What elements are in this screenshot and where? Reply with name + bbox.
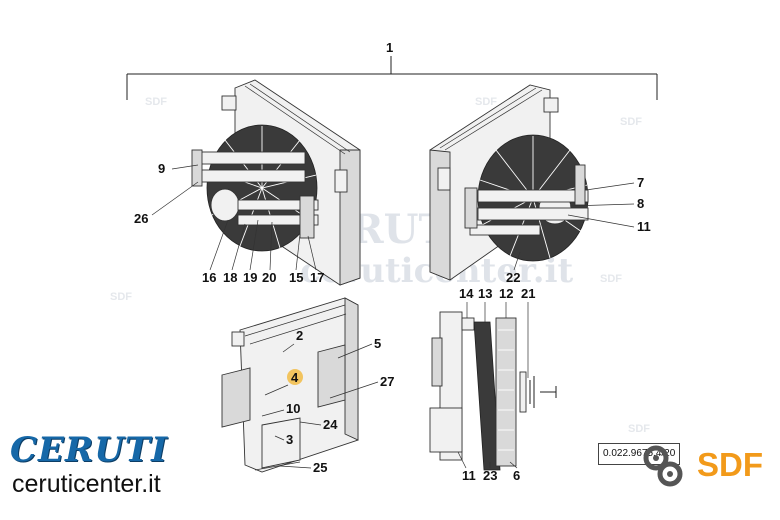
callout-12: 12 <box>499 286 513 301</box>
callout-6: 6 <box>513 468 520 483</box>
right-radiator-assembly <box>429 84 589 281</box>
callout-19: 19 <box>243 270 257 285</box>
callout-22: 22 <box>506 270 520 285</box>
watermark-logo-1: SDF <box>145 96 167 108</box>
callout-10: 10 <box>286 401 300 416</box>
callout-13: 13 <box>478 286 492 301</box>
callout-5: 5 <box>374 336 381 351</box>
callout-23: 23 <box>483 468 497 483</box>
callout-1: 1 <box>386 40 393 55</box>
callout-3: 3 <box>286 432 293 447</box>
watermark-logo-2: SDF <box>475 96 497 108</box>
callout-16: 16 <box>202 270 216 285</box>
exploded-fan-side-view <box>429 311 557 471</box>
callout-11-bottom: 11 <box>462 468 476 483</box>
fan-ring-hatching <box>498 329 514 451</box>
callout-26: 26 <box>134 211 148 226</box>
maker-brand-name: SDF <box>697 446 763 483</box>
watermark-logo-6: SDF <box>628 423 650 435</box>
watermark-logo-3: SDF <box>620 116 642 128</box>
watermark-logo-5: SDF <box>600 273 622 285</box>
callout-18: 18 <box>223 270 237 285</box>
callout-24: 24 <box>323 417 338 432</box>
exploded-radiator-core <box>221 297 359 473</box>
watermark-logo-4: SDF <box>110 291 132 303</box>
callout-27: 27 <box>380 374 394 389</box>
callout-21: 21 <box>521 286 535 301</box>
callout-4: 4 <box>291 370 299 385</box>
dealer-website: ceruticenter.it <box>12 470 161 498</box>
dealer-brand-name: CERUTI <box>10 430 169 470</box>
callout-2: 2 <box>296 328 303 343</box>
callout-25: 25 <box>313 460 327 475</box>
callout-8: 8 <box>637 196 644 211</box>
callout-7: 7 <box>637 175 644 190</box>
callout-14: 14 <box>459 286 474 301</box>
left-radiator-assembly <box>191 79 361 286</box>
callout-labels: 1 9 26 16 18 19 20 15 17 7 8 11 22 2 4 5… <box>134 40 651 483</box>
callout-20: 20 <box>262 270 276 285</box>
sdf-logo-icon <box>643 445 683 487</box>
callout-17: 17 <box>310 270 324 285</box>
callout-11-top: 11 <box>637 219 651 234</box>
callout-15: 15 <box>289 270 303 285</box>
callout-9: 9 <box>158 161 165 176</box>
assembly-bracket <box>126 56 658 100</box>
